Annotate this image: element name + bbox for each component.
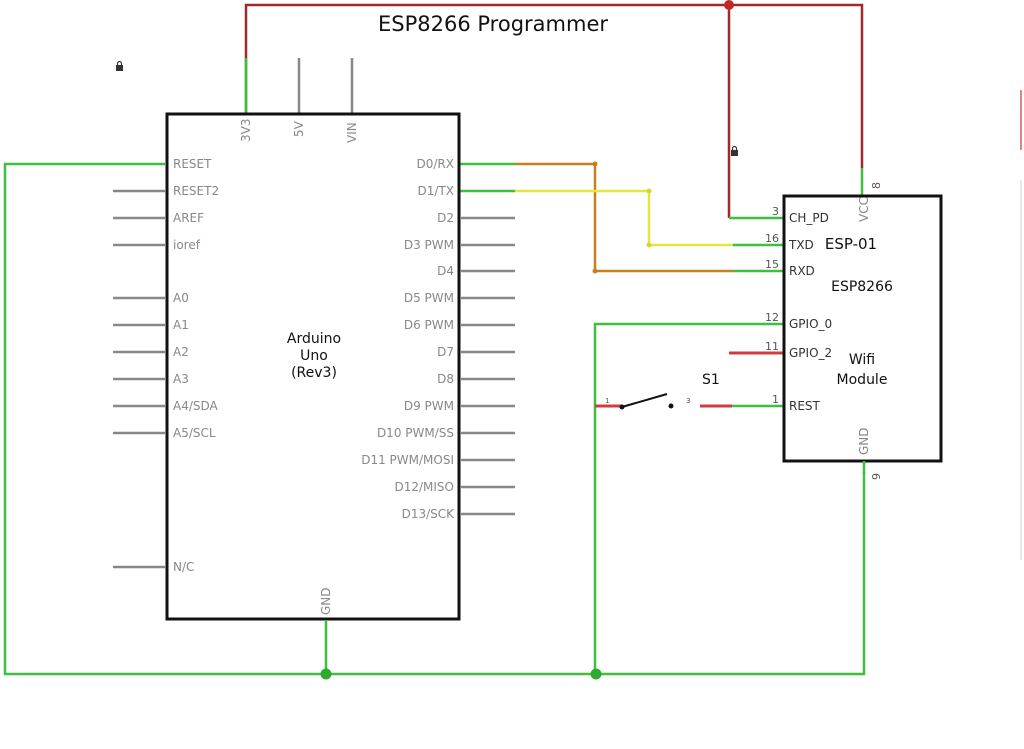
pin-label: D11 PWM/MOSI (361, 453, 454, 467)
arduino-name-line3: (Rev3) (291, 365, 337, 381)
pin-label: ioref (173, 238, 201, 252)
pin-label: A4/SDA (173, 399, 219, 413)
pin-number: 12 (765, 311, 779, 324)
switch-label: S1 (702, 372, 720, 388)
pin-label: A5/SCL (173, 426, 216, 440)
esp01-name: ESP-01 (825, 235, 877, 253)
pin-number: 16 (765, 232, 779, 245)
diagram-title: ESP8266 Programmer (378, 12, 608, 36)
pin-label: D1/TX (418, 184, 454, 198)
pin-label: D10 PWM/SS (377, 426, 454, 440)
pin-label: AREF (173, 211, 204, 225)
pin-number: 1 (772, 393, 779, 406)
pin-label: RXD (789, 264, 815, 278)
pin-number: 3 (772, 205, 779, 218)
arduino-name-line2: Uno (300, 348, 328, 364)
rx-wire (460, 161, 784, 274)
esp01-body (782, 194, 943, 463)
switch-s1: S1 1 3 (595, 372, 784, 410)
pin-label: D4 (437, 264, 454, 278)
power-wire (244, 0, 864, 220)
esp01-desc-line1: Wifi (849, 352, 875, 368)
junction-dot (724, 0, 734, 10)
arduino-name-line1: Arduino (287, 331, 341, 347)
pin-label: A2 (173, 345, 189, 359)
pin-label: CH_PD (789, 211, 829, 225)
pin-label: D3 PWM (404, 238, 454, 252)
pin-number: 11 (765, 340, 779, 353)
lock-icon (731, 145, 738, 156)
pin-label: D0/RX (417, 157, 454, 171)
tx-wire (460, 188, 784, 248)
pin-label: D6 PWM (404, 318, 454, 332)
pin-label: A0 (173, 291, 189, 305)
pin-number: 9 (870, 473, 883, 480)
pin-label: D5 PWM (404, 291, 454, 305)
pin-label: A1 (173, 318, 189, 332)
pin-number: 15 (765, 258, 779, 271)
ground-wire (3, 162, 866, 680)
pin-label: RESET2 (173, 184, 219, 198)
pin-label: GND (857, 427, 871, 455)
pin-label: 3V3 (239, 119, 253, 142)
junction-dot (590, 668, 602, 680)
pin-label: RESET (173, 157, 212, 171)
pin-label: A3 (173, 372, 189, 386)
pin-label: 5V (292, 120, 306, 137)
pin-label: GND (319, 587, 333, 615)
pin-label: D12/MISO (394, 480, 454, 494)
pin-label: GPIO_2 (789, 346, 832, 360)
lock-icon (116, 60, 123, 71)
pin-label: D2 (437, 211, 454, 225)
esp01-desc-line2: Module (837, 372, 888, 388)
svg-text:3: 3 (686, 397, 690, 405)
pin-label: REST (789, 399, 821, 413)
pin-label: TXD (788, 238, 814, 252)
junction-dot (320, 668, 332, 680)
pin-label: D13/SCK (402, 507, 456, 521)
pin-label: N/C (173, 560, 194, 574)
pin-label: VIN (345, 122, 359, 143)
pin-label: D7 (437, 345, 454, 359)
pin-number: 8 (870, 182, 883, 189)
pin-label: VCC (857, 197, 871, 222)
arduino-body (165, 112, 461, 621)
svg-text:1: 1 (605, 397, 609, 405)
pin-label: D8 (437, 372, 454, 386)
pin-label: D9 PWM (404, 399, 454, 413)
pin-label: GPIO_0 (789, 317, 832, 331)
esp01-chip: ESP8266 (831, 279, 893, 295)
